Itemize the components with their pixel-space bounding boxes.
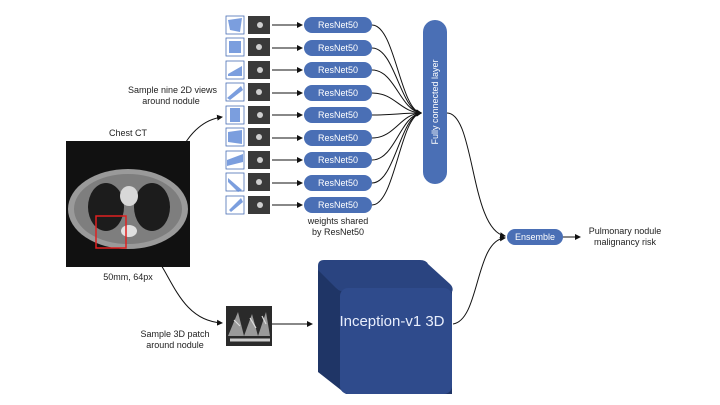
resnet-block-8: ResNet50 — [304, 175, 372, 191]
fully-connected-layer: Fully connected layer — [423, 20, 447, 184]
view-to-resnet-arrows — [272, 22, 303, 208]
fc-to-ensemble-arrow — [446, 112, 506, 239]
chest-ct-label: Chest CT — [108, 128, 147, 138]
inception-label: Inception-v1 3D — [339, 313, 445, 330]
fc-layer-label: Fully connected layer — [430, 59, 440, 145]
resnet-block-3: ResNet50 — [304, 62, 372, 78]
chest-ct-image — [66, 141, 190, 267]
resnet-block-1: ResNet50 — [304, 17, 372, 33]
3d-patch-image — [226, 306, 272, 351]
resnet-block-9: ResNet50 — [304, 197, 372, 213]
resnet-block-4: ResNet50 — [304, 85, 372, 101]
ct-scale-label: 50mm, 64px — [103, 272, 153, 282]
ensemble-block: Ensemble — [507, 229, 563, 245]
resnet-block-5: ResNet50 — [304, 107, 372, 123]
output-label: Pulmonary nodule malignancy risk — [588, 226, 662, 247]
resnet-block-2: ResNet50 — [304, 40, 372, 56]
resnet-block-6: ResNet50 — [304, 130, 372, 146]
inception-to-ensemble-arrow — [452, 235, 506, 325]
sample-3d-label: Sample 3D patch around nodule — [140, 329, 210, 350]
inception-3d-block — [318, 260, 453, 394]
resnet-block-7: ResNet50 — [304, 152, 372, 168]
sample-2d-label: Sample nine 2D views around nodule — [128, 85, 218, 106]
resnet-to-fc-arrows — [371, 24, 422, 206]
weights-shared-label: weights shared by ResNet50 — [307, 216, 369, 237]
